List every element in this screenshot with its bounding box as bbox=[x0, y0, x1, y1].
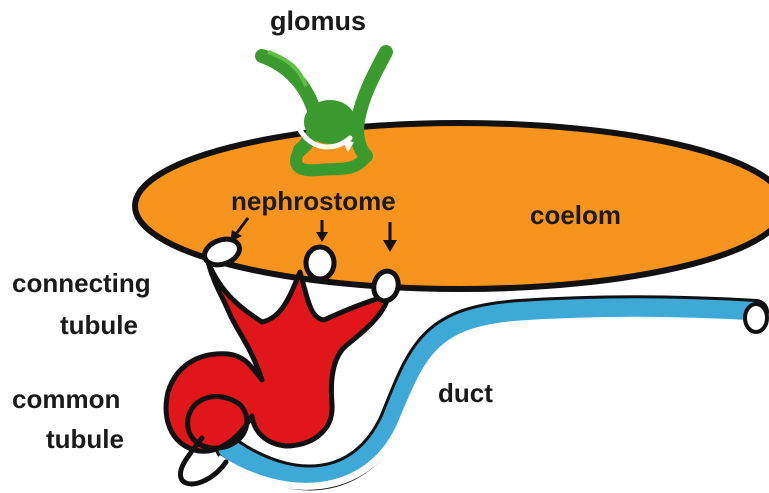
duct-label: duct bbox=[438, 380, 493, 406]
common-tubule-label-line1: common bbox=[12, 386, 120, 412]
common-tubule-label-line2: tubule bbox=[46, 426, 124, 452]
connecting-tubule-label-line2: tubule bbox=[60, 312, 138, 338]
connecting-tubule-label-line1: connecting bbox=[12, 270, 151, 296]
coelom-label: coelom bbox=[530, 202, 621, 228]
glomus-label: glomus bbox=[270, 8, 366, 35]
duct-opening bbox=[745, 304, 767, 332]
nephrostome-opening-middle bbox=[306, 247, 334, 279]
nephrostome-label: nephrostome bbox=[231, 188, 396, 214]
